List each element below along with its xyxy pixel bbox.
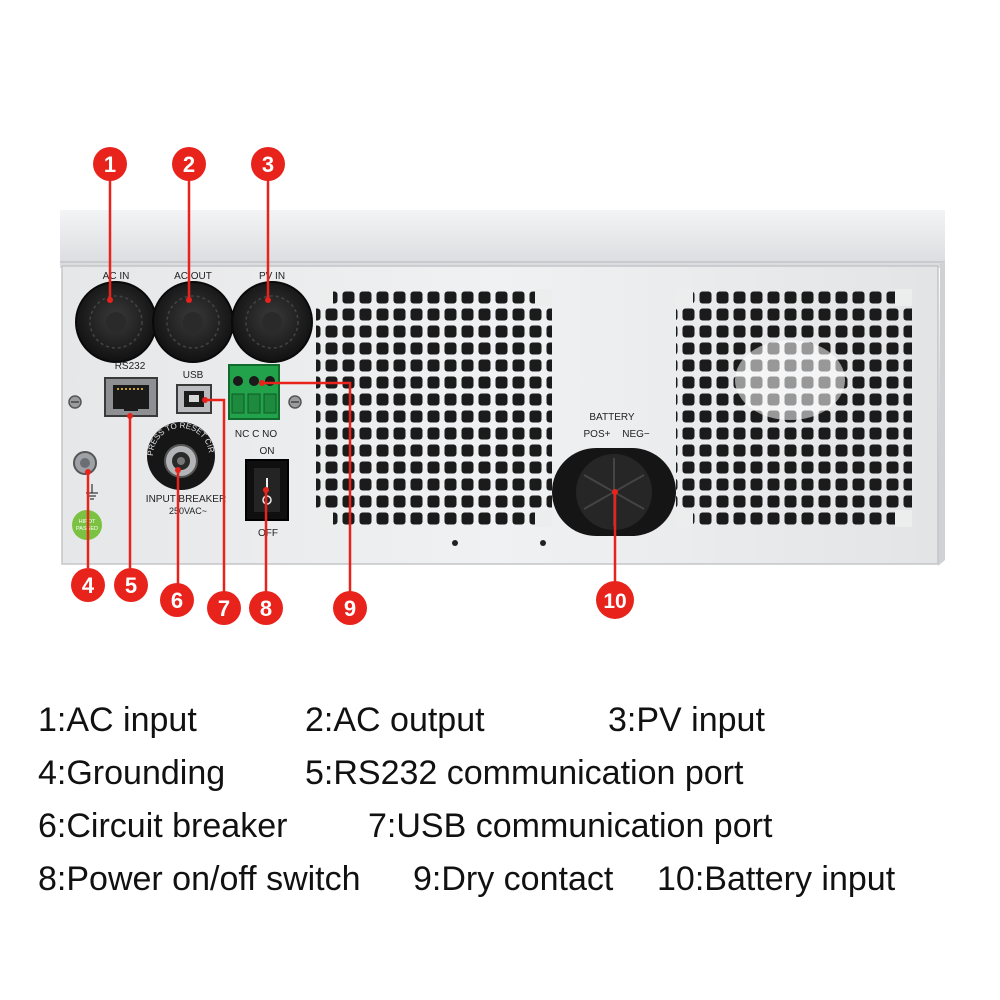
breaker-rating: 250VAC~: [169, 506, 207, 516]
callout-7: 7: [207, 591, 241, 625]
legend-item-pv-input: 3:PV input: [608, 701, 765, 739]
fan-grille-left: [316, 289, 552, 527]
ac-input-port[interactable]: [75, 281, 157, 363]
rs232-label: RS232: [115, 361, 146, 372]
svg-text:8: 8: [260, 596, 272, 621]
callout-2: 2: [172, 147, 206, 181]
chassis-top-cover: [60, 210, 945, 268]
legend-item-ac-input: 1:AC input: [38, 701, 197, 739]
callout-3: 3: [251, 147, 285, 181]
callout-6: 6: [160, 583, 194, 617]
component-legend: 1:AC input 2:AC output 3:PV input 4:Grou…: [0, 690, 1000, 930]
ac-out-label: AC OUT: [174, 271, 212, 282]
ac-in-label: AC IN: [103, 271, 130, 282]
svg-text:10: 10: [603, 590, 626, 613]
callout-9: 9: [333, 591, 367, 625]
legend-item-power-switch: 8:Power on/off switch: [38, 860, 361, 898]
fan-grille-right: [676, 289, 912, 527]
pv-in-label: PV IN: [259, 271, 285, 282]
svg-text:3: 3: [262, 152, 274, 177]
switch-on-label: ON: [260, 446, 275, 457]
svg-text:9: 9: [344, 596, 356, 621]
dry-contact-terminal[interactable]: [228, 364, 280, 420]
battery-pos-label: POS+: [584, 429, 611, 440]
callout-leader-lines: [86, 180, 617, 592]
svg-text:5: 5: [125, 573, 137, 598]
breaker-title: INPUT BREAKER: [146, 494, 226, 505]
grounding-terminal[interactable]: [73, 451, 97, 475]
callout-5: 5: [114, 568, 148, 602]
callout-10: 10: [596, 581, 634, 619]
ac-output-port[interactable]: [152, 281, 234, 363]
legend-item-battery-input: 10:Battery input: [657, 860, 896, 898]
callout-8: 8: [249, 591, 283, 625]
legend-item-dry-contact: 9:Dry contact: [413, 860, 614, 898]
svg-text:7: 7: [218, 596, 230, 621]
callout-dots: [85, 297, 618, 495]
svg-text:4: 4: [82, 573, 95, 598]
legend-item-ac-output: 2:AC output: [305, 701, 485, 739]
legend-item-rs232: 5:RS232 communication port: [305, 754, 744, 792]
battery-label: BATTERY: [589, 412, 635, 423]
svg-text:2: 2: [183, 152, 195, 177]
callout-1: 1: [93, 147, 127, 181]
legend-item-circuit-breaker: 6:Circuit breaker: [38, 807, 288, 845]
legend-item-grounding: 4:Grounding: [38, 754, 226, 792]
rs232-port[interactable]: [104, 377, 158, 417]
inverter-rear-panel-photo: AC IN AC OUT PV IN RS232 USB: [0, 0, 945, 625]
legend-item-usb: 7:USB communication port: [368, 807, 773, 845]
svg-text:6: 6: [171, 588, 183, 613]
callout-4: 4: [71, 568, 105, 602]
battery-neg-label: NEG−: [622, 429, 650, 440]
svg-text:1: 1: [104, 152, 116, 177]
relay-label: NC C NO: [235, 429, 277, 440]
switch-off-label: OFF: [258, 528, 278, 539]
pv-input-port[interactable]: [231, 281, 313, 363]
usb-label: USB: [183, 370, 204, 381]
